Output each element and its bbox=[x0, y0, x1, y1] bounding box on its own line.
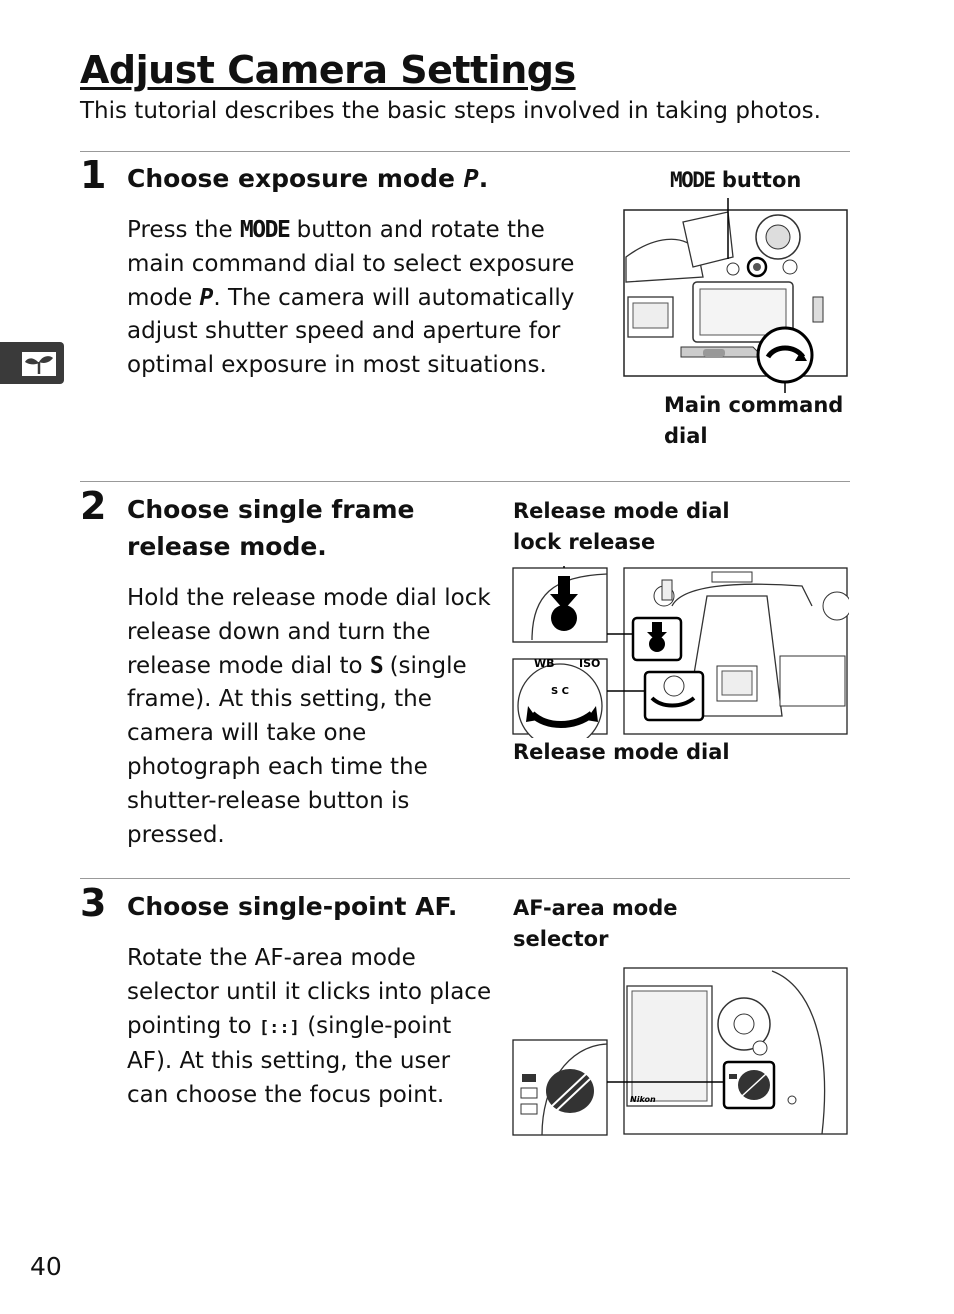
step-3-body-text: Rotate the AF-area mode selector until i… bbox=[127, 945, 492, 1039]
page-number: 40 bbox=[30, 1252, 62, 1281]
divider bbox=[80, 151, 850, 152]
mode-button-label-text: button bbox=[714, 168, 802, 192]
page-subtitle: This tutorial describes the basic steps … bbox=[80, 98, 821, 124]
section-tab bbox=[0, 342, 64, 384]
svg-text:Nikon: Nikon bbox=[630, 1095, 656, 1104]
mode-p-symbol: P bbox=[199, 284, 214, 311]
mode-button-label-symbol: MODE bbox=[670, 168, 716, 192]
af-area-mode-selector-label: AF-area mode selector bbox=[513, 893, 678, 954]
step-3-heading: Choose single-point AF. bbox=[127, 892, 458, 921]
step-1-body: Press the MODE button and rotate the mai… bbox=[127, 214, 597, 383]
svg-text:S C: S C bbox=[551, 686, 569, 697]
single-frame-symbol: S bbox=[369, 652, 384, 679]
step-2-body-text: (single frame). At this setting, the cam… bbox=[127, 652, 467, 848]
step-2-heading-line: Choose single frame bbox=[127, 495, 415, 524]
label-line: dial bbox=[664, 423, 708, 448]
af-area-mode-selector-illustration: Nikon bbox=[512, 967, 848, 1136]
seedling-icon bbox=[22, 352, 56, 376]
page-title: Adjust Camera Settings bbox=[80, 48, 576, 92]
step-2-number: 2 bbox=[80, 484, 107, 528]
label-line: Release mode dial bbox=[513, 499, 730, 523]
step-1-body-text: Press the bbox=[127, 217, 240, 243]
mode-button-symbol: MODE bbox=[239, 217, 291, 243]
step-1-body-text: . The camera will automatically adjust s… bbox=[127, 284, 575, 379]
main-command-dial-label: Main command dial bbox=[664, 390, 843, 451]
step-1-heading: Choose exposure mode P. bbox=[127, 160, 488, 197]
svg-text:ISO: ISO bbox=[579, 657, 600, 670]
label-line: AF-area mode bbox=[513, 896, 678, 920]
release-mode-dial-illustration: WB ISO S C bbox=[512, 566, 849, 738]
step-3-body: Rotate the AF-area mode selector until i… bbox=[127, 942, 497, 1113]
step-2-body: Hold the release mode dial lock release … bbox=[127, 582, 497, 852]
step-2-heading-line: release mode. bbox=[127, 532, 327, 561]
step-2-heading: Choose single frame release mode. bbox=[127, 491, 415, 565]
mode-p-symbol: P bbox=[463, 164, 479, 193]
release-mode-dial-label: Release mode dial bbox=[513, 740, 730, 764]
camera-top-illustration bbox=[623, 198, 848, 393]
step-2-body-text: Hold the release mode dial lock release … bbox=[127, 585, 491, 679]
label-line: lock release bbox=[513, 529, 656, 554]
step-1-heading-text: Choose exposure mode bbox=[127, 164, 455, 193]
step-1-heading-end: . bbox=[478, 164, 489, 193]
svg-text:WB: WB bbox=[534, 657, 555, 670]
divider bbox=[80, 481, 850, 482]
lock-release-label: Release mode dial lock release bbox=[513, 496, 730, 557]
step-3-body-text: (single-point AF). At this setting, the … bbox=[127, 1012, 452, 1109]
step-3-number: 3 bbox=[80, 881, 107, 925]
step-1-number: 1 bbox=[80, 153, 107, 197]
single-point-af-symbol: [::] bbox=[258, 1017, 300, 1038]
mode-button-label: MODE button bbox=[670, 165, 801, 196]
divider bbox=[80, 878, 850, 879]
label-line: Main command bbox=[664, 393, 844, 417]
label-line: selector bbox=[513, 926, 609, 951]
step-1-body-text: button and rotate the main command dial … bbox=[127, 217, 575, 311]
